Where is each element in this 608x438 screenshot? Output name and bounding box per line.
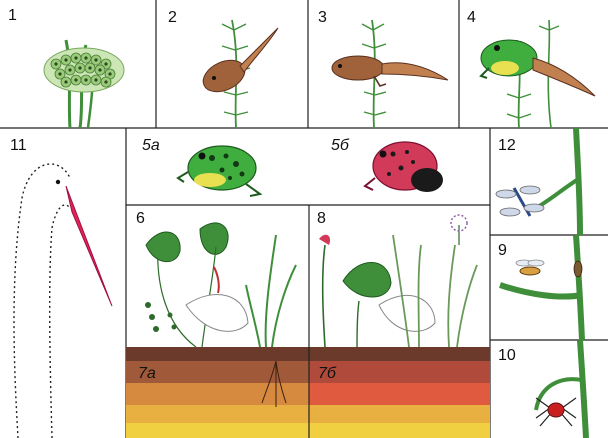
label-6: 6 [136,211,145,227]
label-5a: 5а [142,138,160,154]
froglet-icon [459,0,608,128]
label-2: 2 [168,10,177,26]
label-5b: 5б [331,138,349,154]
label-1: 1 [8,8,17,24]
label-11: 11 [10,138,27,154]
wasp-icon [490,235,608,340]
frog-spawn-icon [0,0,156,128]
panel-10: 10 [490,340,608,438]
tadpole-legs-icon [308,0,459,128]
label-7a: 7а [138,366,156,382]
label-3: 3 [318,10,327,26]
stork-icon [0,128,126,438]
panel-12: 12 [490,128,608,235]
soil-layers-icon [126,347,490,438]
panel-1: 1 [0,0,156,128]
panel-3: 3 [308,0,459,128]
tadpole-icon [156,0,308,128]
panel-11: 11 [0,128,126,438]
panel-5a: 5а [126,128,309,205]
panel-2: 2 [156,0,308,128]
label-10: 10 [498,348,516,364]
panel-4: 4 [459,0,608,128]
label-7b: 7б [318,366,336,382]
panel-9: 9 [490,235,608,340]
label-12: 12 [498,138,516,154]
label-8: 8 [317,211,326,227]
panel-5b: 5б [309,128,490,205]
label-9: 9 [498,243,507,259]
label-4: 4 [467,10,476,26]
